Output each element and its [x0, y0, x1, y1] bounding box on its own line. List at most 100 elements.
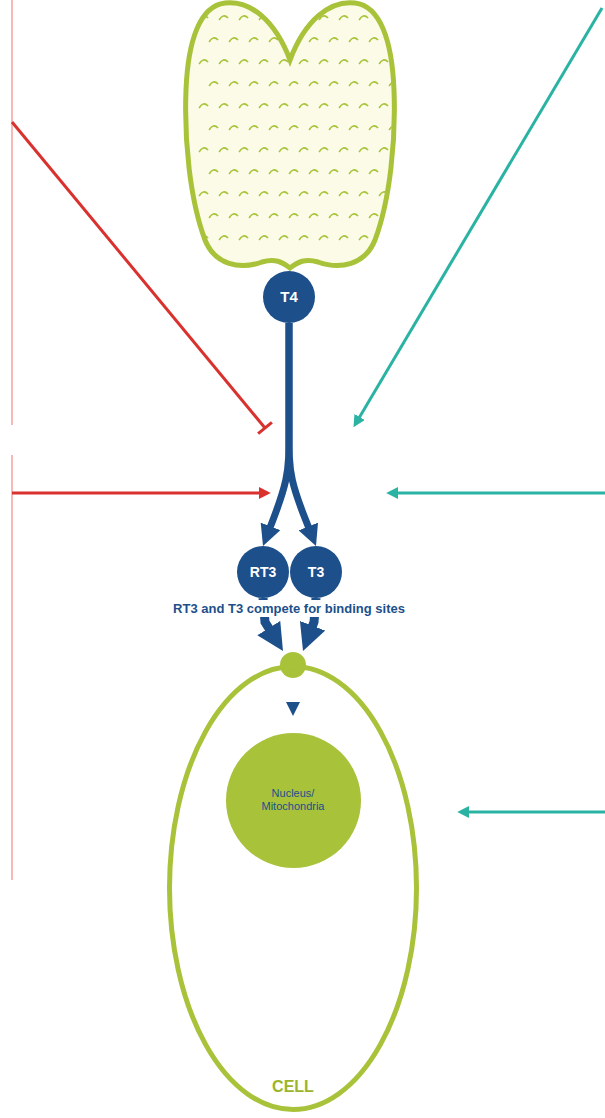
texture-stroke: [299, 148, 308, 152]
promote-arrow: [468, 811, 605, 814]
texture-stroke: [199, 16, 208, 20]
signal-triangle: [286, 702, 300, 716]
texture-stroke: [229, 214, 238, 218]
texture-stroke: [399, 236, 408, 240]
texture-stroke: [409, 126, 418, 130]
promote-arrow: [12, 492, 260, 495]
texture-stroke: [369, 38, 378, 42]
texture-stroke: [409, 214, 418, 218]
texture-stroke: [319, 16, 328, 20]
texture-stroke: [249, 214, 258, 218]
texture-stroke: [279, 148, 288, 152]
node-text: CELL: [272, 1078, 314, 1096]
texture-stroke: [259, 148, 268, 152]
hormone-circle: RT3: [237, 546, 289, 598]
texture-stroke: [209, 38, 218, 42]
node-text: Nucleus/ Mitochondria: [243, 787, 343, 812]
texture-stroke: [289, 82, 298, 86]
texture-stroke: [389, 170, 398, 174]
texture-stroke: [289, 170, 298, 174]
texture-stroke: [319, 104, 328, 108]
cell-outline: CELL Nucleus/ Mitochondria: [167, 664, 419, 1112]
texture-stroke: [389, 38, 398, 42]
texture-stroke: [399, 192, 408, 196]
texture-stroke: [399, 16, 408, 20]
texture-stroke: [279, 192, 288, 196]
texture-stroke: [289, 38, 298, 42]
cell-outline-shape: [167, 664, 419, 1112]
texture-stroke: [349, 38, 358, 42]
texture-stroke: [399, 148, 408, 152]
texture-stroke: [269, 38, 278, 42]
texture-stroke: [329, 170, 338, 174]
texture-stroke: [199, 104, 208, 108]
texture-stroke: [319, 60, 328, 64]
texture-stroke: [329, 126, 338, 130]
texture-stroke: [259, 16, 268, 20]
texture-stroke: [359, 104, 368, 108]
texture-stroke: [389, 82, 398, 86]
texture-stroke: [219, 148, 228, 152]
texture-stroke: [279, 236, 288, 240]
texture-stroke: [399, 104, 408, 108]
texture-stroke: [299, 60, 308, 64]
texture-stroke: [379, 16, 388, 20]
texture-stroke: [309, 38, 318, 42]
texture-stroke: [299, 236, 308, 240]
texture-stroke: [269, 126, 278, 130]
texture-stroke: [359, 148, 368, 152]
texture-stroke: [379, 104, 388, 108]
texture-stroke: [339, 148, 348, 152]
hormone-circle: T3: [290, 546, 342, 598]
texture-stroke: [269, 82, 278, 86]
texture-stroke: [359, 60, 368, 64]
texture-stroke: [229, 170, 238, 174]
node-text: RT3: [250, 564, 276, 580]
thyroid-texture: [199, 16, 418, 240]
texture-stroke: [359, 236, 368, 240]
texture-stroke: [209, 170, 218, 174]
texture-stroke: [309, 126, 318, 130]
texture-stroke: [369, 214, 378, 218]
texture-stroke: [309, 170, 318, 174]
texture-stroke: [379, 192, 388, 196]
texture-stroke: [239, 104, 248, 108]
texture-stroke: [329, 38, 338, 42]
cell-outline-outline: [170, 667, 417, 1110]
texture-stroke: [369, 170, 378, 174]
texture-stroke: [339, 236, 348, 240]
bracket-line: [11, 0, 13, 425]
texture-stroke: [259, 236, 268, 240]
texture-stroke: [309, 82, 318, 86]
caption-label: RT3 and T3 compete for binding sites: [170, 600, 408, 617]
texture-stroke: [409, 38, 418, 42]
texture-stroke: [279, 60, 288, 64]
texture-stroke: [209, 82, 218, 86]
texture-stroke: [339, 60, 348, 64]
node-text: T3: [308, 564, 324, 580]
texture-stroke: [309, 214, 318, 218]
texture-stroke: [219, 236, 228, 240]
node-text: T4: [280, 288, 298, 305]
texture-stroke: [279, 104, 288, 108]
promote-arrow: [359, 8, 602, 418]
texture-stroke: [319, 148, 328, 152]
texture-stroke: [249, 82, 258, 86]
texture-stroke: [259, 192, 268, 196]
texture-stroke: [199, 192, 208, 196]
texture-stroke: [389, 214, 398, 218]
texture-stroke: [239, 60, 248, 64]
texture-stroke: [409, 82, 418, 86]
flow-connector: [289, 323, 309, 528]
texture-stroke: [359, 192, 368, 196]
texture-stroke: [379, 236, 388, 240]
bracket-line: [11, 455, 13, 880]
texture-stroke: [229, 126, 238, 130]
texture-stroke: [249, 170, 258, 174]
texture-stroke: [349, 82, 358, 86]
texture-stroke: [329, 214, 338, 218]
texture-stroke: [329, 82, 338, 86]
texture-stroke: [239, 16, 248, 20]
texture-stroke: [349, 126, 358, 130]
